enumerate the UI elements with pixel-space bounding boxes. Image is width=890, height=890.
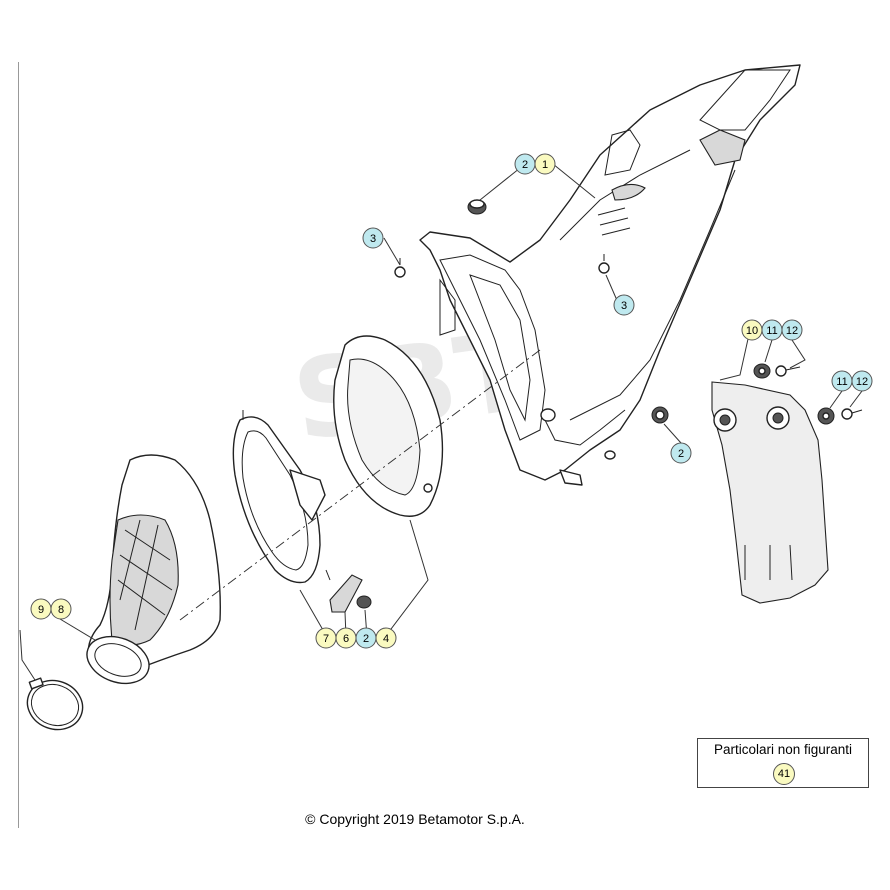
bolt-lower[interactable] — [841, 408, 863, 420]
svg-text:4: 4 — [383, 633, 389, 645]
intake-boot[interactable] — [80, 454, 221, 692]
assembly-axis — [179, 349, 541, 621]
washer-lower[interactable] — [817, 407, 835, 425]
washer-upper[interactable] — [753, 363, 771, 379]
filter-cage[interactable] — [232, 410, 331, 584]
parts-not-shown-box: Particolari non figuranti 41 — [697, 738, 869, 788]
screw-right[interactable] — [598, 254, 610, 274]
screw-left[interactable] — [394, 258, 406, 278]
callout-10[interactable]: 10 — [741, 319, 763, 341]
svg-text:7: 7 — [323, 633, 329, 645]
svg-text:9: 9 — [38, 604, 44, 616]
callout-12[interactable]: 12 — [781, 319, 803, 341]
filter-clip[interactable] — [329, 574, 363, 613]
callout-11[interactable]: 11 — [831, 370, 853, 392]
bolt-upper[interactable] — [775, 365, 801, 377]
callout-4[interactable]: 4 — [375, 627, 397, 649]
callout-12[interactable]: 12 — [851, 370, 873, 392]
hose-clamp[interactable] — [20, 673, 89, 737]
callout-9[interactable]: 9 — [30, 598, 52, 620]
callout-7[interactable]: 7 — [315, 627, 337, 649]
svg-text:1: 1 — [542, 159, 548, 171]
svg-text:10: 10 — [746, 325, 758, 337]
callout-1[interactable]: 1 — [534, 153, 556, 175]
svg-text:2: 2 — [678, 448, 684, 460]
svg-text:8: 8 — [58, 604, 64, 616]
copyright-text: © Copyright 2019 Betamotor S.p.A. — [305, 811, 525, 827]
svg-text:2: 2 — [363, 633, 369, 645]
svg-text:12: 12 — [856, 376, 868, 388]
callout-3[interactable]: 3 — [362, 227, 384, 249]
callout-3[interactable]: 3 — [613, 294, 635, 316]
grommet-bottom[interactable] — [356, 595, 372, 609]
svg-text:3: 3 — [621, 300, 627, 312]
callout-2[interactable]: 2 — [355, 627, 377, 649]
svg-text:3: 3 — [370, 233, 376, 245]
callout-41[interactable]: 41 — [773, 763, 795, 785]
svg-text:12: 12 — [786, 325, 798, 337]
svg-text:2: 2 — [522, 159, 528, 171]
callout-2[interactable]: 2 — [514, 153, 536, 175]
air-filter[interactable] — [333, 335, 444, 517]
callouts: 2 1 3 3 10 11 12 11 — [30, 153, 873, 649]
svg-text:11: 11 — [836, 376, 847, 388]
side-cover[interactable] — [711, 381, 829, 604]
svg-text:6: 6 — [343, 633, 349, 645]
diagram-frame-line — [18, 62, 19, 828]
callout-2[interactable]: 2 — [670, 442, 692, 464]
parts-not-shown-label: Particolari non figuranti — [713, 742, 853, 757]
callout-6[interactable]: 6 — [335, 627, 357, 649]
air-box[interactable] — [419, 64, 801, 486]
grommet-right[interactable] — [651, 406, 669, 424]
svg-text:11: 11 — [766, 325, 777, 337]
callout-11[interactable]: 11 — [761, 319, 783, 341]
callout-8[interactable]: 8 — [50, 598, 72, 620]
grommet-top[interactable] — [467, 199, 487, 215]
